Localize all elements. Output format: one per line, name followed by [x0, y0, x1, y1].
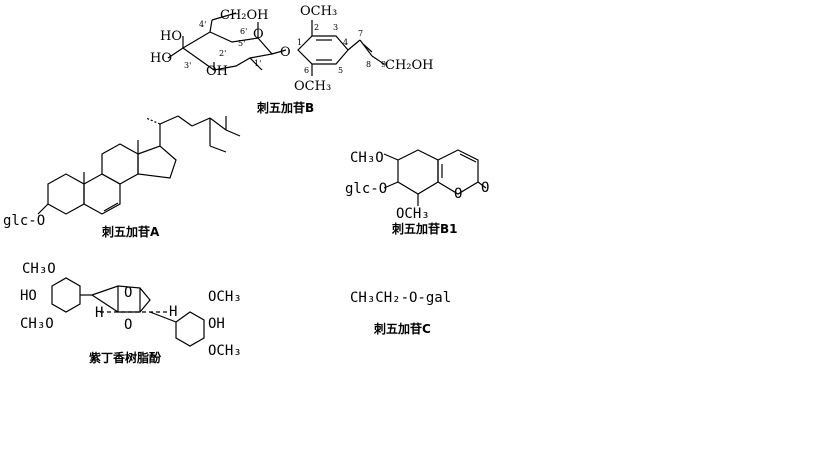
locant-1p: 1' — [254, 59, 261, 68]
ho-3p-label: HO — [150, 51, 172, 66]
eleutheroside-c-caption: 刺五加苷C — [373, 321, 431, 336]
locant-2: 2 — [314, 23, 319, 32]
locant-1: 1 — [297, 38, 302, 47]
glc-o-label-a: glc-O — [3, 213, 45, 229]
eleutheroside-a-caption: 刺五加苷A — [101, 224, 160, 239]
eleutheroside-b-structure: CH₂OH OCH₃ OCH₃ HO HO OH O O CH₂OH 4' 6'… — [150, 4, 434, 115]
aromatic-ring-b — [297, 20, 385, 76]
eleutheroside-b-caption: 刺五加苷B — [256, 100, 314, 115]
och3-bottom-label: OCH₃ — [294, 79, 331, 94]
h-left-label: H — [95, 305, 103, 321]
glucose-ring — [167, 12, 287, 71]
l-och3-top-label: CH₃O — [22, 261, 56, 277]
carbonyl-o-label-b1: O — [481, 180, 489, 196]
eleutheroside-c-formula: CH₃CH₂-O-gal — [350, 290, 451, 306]
eleutheroside-b1-structure: CH₃O glc-O OCH₃ O O 刺五加苷B1 — [345, 149, 489, 236]
ch3o-label-b1: CH₃O — [350, 150, 384, 166]
och3-top-label: OCH₃ — [300, 4, 337, 19]
ring-o-label: O — [253, 27, 264, 42]
locant-6p: 6' — [240, 27, 247, 36]
locant-4: 4 — [343, 38, 348, 47]
eleutheroside-a-structure: glc-O 刺五加苷A — [3, 115, 241, 239]
locant-8: 8 — [366, 60, 371, 69]
l-och3-bottom-label: CH₃O — [20, 316, 54, 332]
locant-6: 6 — [304, 66, 309, 75]
l-ho-label: HO — [20, 288, 37, 304]
locant-3p: 3' — [184, 61, 191, 70]
o-bottom-label: O — [124, 317, 132, 333]
eleutheroside-c-structure: CH₃CH₂-O-gal 刺五加苷C — [350, 290, 451, 336]
syringaresinol-structure: CH₃O HO CH₃O H H O O OCH₃ OH OCH₃ 紫丁香树脂酚 — [20, 261, 242, 365]
ch2oh-label: CH₂OH — [220, 8, 269, 23]
side-chain-label: CH₂OH — [385, 58, 434, 73]
locant-9: 9 — [381, 60, 386, 69]
glc-o-label-b1: glc-O — [345, 181, 387, 197]
ho-4p-label: HO — [160, 29, 182, 44]
syringaresinol-caption: 紫丁香树脂酚 — [89, 350, 162, 365]
h-right-label: H — [169, 304, 177, 320]
locant-4p: 4' — [199, 20, 206, 29]
locant-2p: 2' — [219, 49, 226, 58]
locant-5: 5 — [338, 66, 343, 75]
oh-2p-label: OH — [206, 64, 228, 79]
locant-7: 7 — [358, 29, 363, 38]
r-oh-label: OH — [208, 316, 225, 332]
r-och3-bottom-label: OCH₃ — [208, 343, 242, 359]
eleutheroside-b1-caption: 刺五加苷B1 — [391, 221, 458, 236]
och3-label-b1: OCH₃ — [396, 206, 430, 222]
locant-3: 3 — [333, 23, 338, 32]
locant-5p: 5' — [238, 39, 245, 48]
o-top-label: O — [124, 285, 132, 301]
glycosidic-o-label: O — [280, 45, 291, 60]
r-och3-top-label: OCH₃ — [208, 289, 242, 305]
ring-o-label-b1: O — [454, 186, 462, 202]
